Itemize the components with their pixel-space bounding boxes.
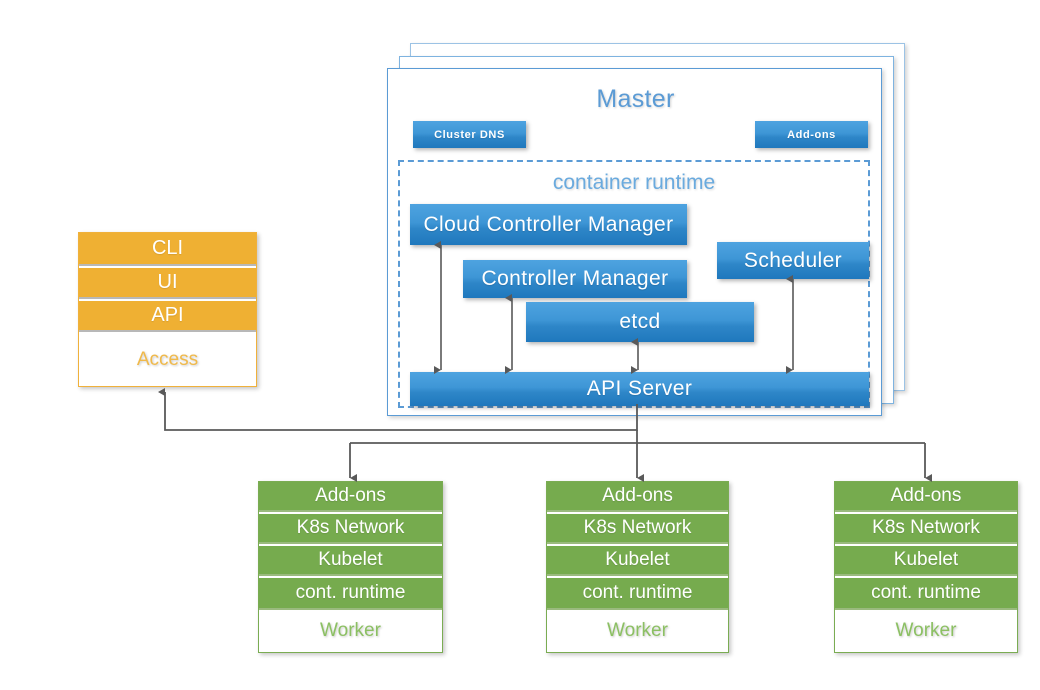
worker-node-2[interactable]: Add-ons K8s Network Kubelet cont. runtim… xyxy=(546,481,729,653)
master-title: Master xyxy=(596,84,675,113)
api-server-box[interactable]: API Server xyxy=(410,372,869,406)
worker-1-caption: Worker xyxy=(320,620,381,641)
container-runtime-title: container runtime xyxy=(552,171,716,194)
master-node-box[interactable]: Master Cluster DNS Add-ons container run… xyxy=(387,68,882,416)
worker-3-row-k8s-network[interactable]: K8s Network xyxy=(835,514,1017,544)
access-box[interactable]: CLI UI API Access xyxy=(78,232,257,387)
controller-manager-box[interactable]: Controller Manager xyxy=(463,260,687,298)
worker-3-row-addons[interactable]: Add-ons xyxy=(835,482,1017,512)
worker-1-row-cont-runtime[interactable]: cont. runtime xyxy=(259,578,442,610)
worker-3-row-kubelet[interactable]: Kubelet xyxy=(835,546,1017,576)
access-row-ui[interactable]: UI xyxy=(79,268,256,299)
worker-2-row-kubelet[interactable]: Kubelet xyxy=(547,546,728,576)
cluster-dns-box[interactable]: Cluster DNS xyxy=(413,121,526,148)
worker-2-row-addons[interactable]: Add-ons xyxy=(547,482,728,512)
worker-node-1[interactable]: Add-ons K8s Network Kubelet cont. runtim… xyxy=(258,481,443,653)
master-addons-box[interactable]: Add-ons xyxy=(755,121,868,148)
worker-node-3[interactable]: Add-ons K8s Network Kubelet cont. runtim… xyxy=(834,481,1018,653)
access-row-api[interactable]: API xyxy=(79,301,256,332)
access-row-cli[interactable]: CLI xyxy=(79,233,256,266)
worker-2-caption: Worker xyxy=(607,620,668,641)
worker-2-row-cont-runtime[interactable]: cont. runtime xyxy=(547,578,728,610)
worker-1-row-addons[interactable]: Add-ons xyxy=(259,482,442,512)
scheduler-box[interactable]: Scheduler xyxy=(717,242,869,279)
etcd-box[interactable]: etcd xyxy=(526,302,754,342)
worker-3-row-cont-runtime[interactable]: cont. runtime xyxy=(835,578,1017,610)
worker-2-row-k8s-network[interactable]: K8s Network xyxy=(547,514,728,544)
worker-3-caption: Worker xyxy=(895,620,957,641)
access-caption: Access xyxy=(136,349,199,370)
worker-1-row-k8s-network[interactable]: K8s Network xyxy=(259,514,442,544)
worker-1-row-kubelet[interactable]: Kubelet xyxy=(259,546,442,576)
container-runtime-box: container runtime Cloud Controller Manag… xyxy=(398,160,870,408)
cloud-controller-manager-box[interactable]: Cloud Controller Manager xyxy=(410,204,687,245)
